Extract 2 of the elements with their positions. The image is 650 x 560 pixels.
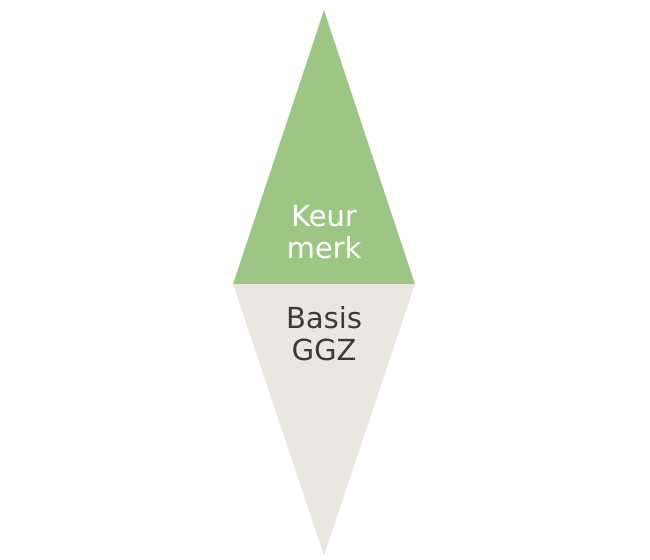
triangle-label: Basis GGZ — [285, 302, 363, 366]
triangle-label: Keur merk — [286, 200, 362, 264]
